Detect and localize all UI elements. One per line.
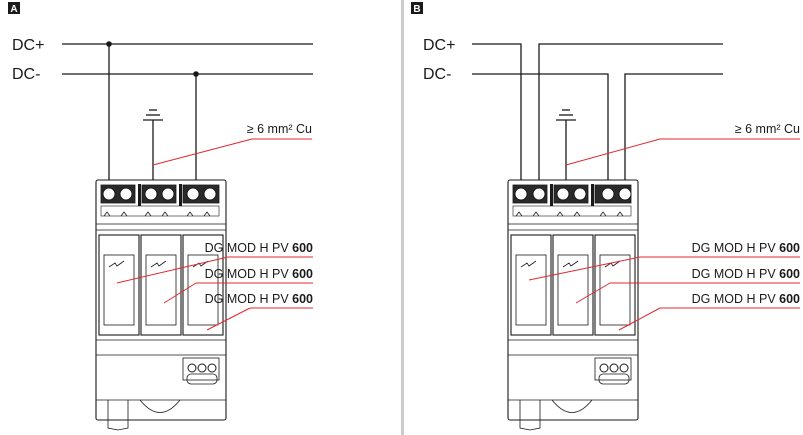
ground-wire-label: ≥ 6 mm² Cu	[247, 122, 312, 136]
module-name: DG MOD H PV	[692, 292, 780, 306]
dc-minus-wire	[472, 73, 609, 183]
module-callout: DG MOD H PV 600	[528, 241, 800, 281]
dc-plus-wire	[472, 43, 522, 183]
panel-divider	[401, 0, 404, 435]
panel-badge-label: B	[413, 4, 420, 15]
module-callout: DG MOD H PV 600	[618, 292, 800, 331]
ground-symbol	[143, 109, 163, 183]
svg-text:DG MOD H PV 600: DG MOD H PV 600	[692, 292, 800, 306]
module-rating: 600	[292, 241, 313, 255]
svg-text:DG MOD H PV 600: DG MOD H PV 600	[692, 267, 800, 281]
terminal-block	[512, 184, 632, 217]
din-rail-spring	[551, 399, 593, 413]
module-rating: 600	[779, 292, 800, 306]
surge-protector-device	[95, 179, 227, 431]
panel-a: A DC+ DC- ≥ 6 mm² Cu	[8, 2, 313, 431]
signal-terminal	[182, 357, 220, 385]
module-name: DG MOD H PV	[205, 241, 293, 255]
ground-leader-line	[565, 138, 661, 166]
module-callout: DG MOD H PV 600	[116, 241, 313, 284]
module-callout: DG MOD H PV 600	[575, 267, 800, 304]
dc-minus-label: DC-	[12, 66, 40, 83]
terminal-block	[100, 184, 220, 217]
svg-text:DG MOD H PV 600: DG MOD H PV 600	[692, 241, 800, 255]
din-rail-clip	[519, 400, 541, 431]
module-rating: 600	[292, 267, 313, 281]
svg-text:DG MOD H PV 600: DG MOD H PV 600	[205, 292, 313, 306]
module-name: DG MOD H PV	[205, 292, 293, 306]
svg-text:DG MOD H PV 600: DG MOD H PV 600	[205, 267, 313, 281]
module-name: DG MOD H PV	[205, 267, 293, 281]
din-rail-clip	[107, 400, 129, 431]
module-callout: DG MOD H PV 600	[205, 292, 313, 331]
dc-plus-label: DC+	[12, 37, 44, 54]
module-callout: DG MOD H PV 600	[163, 267, 313, 304]
module-rating: 600	[292, 292, 313, 306]
module-rating: 600	[779, 267, 800, 281]
ground-leader-line	[152, 138, 253, 166]
dc-minus-label: DC-	[423, 66, 451, 83]
panel-badge	[8, 2, 20, 14]
surge-protector-device	[507, 179, 639, 431]
panel-badge-label: A	[10, 4, 17, 15]
panel-badge	[411, 2, 423, 14]
svg-text:DG MOD H PV 600: DG MOD H PV 600	[205, 241, 313, 255]
module-name: DG MOD H PV	[692, 241, 780, 255]
dc-plus-wire	[538, 43, 723, 183]
module-cartridges	[98, 234, 224, 336]
dc-minus-wire	[624, 73, 723, 183]
din-rail-spring	[139, 399, 181, 413]
panel-b: B DC+ DC- ≥ 6 mm² Cu	[411, 2, 800, 431]
dc-plus-label: DC+	[423, 37, 455, 54]
module-name: DG MOD H PV	[692, 267, 780, 281]
signal-terminal	[594, 357, 632, 385]
ground-wire-label: ≥ 6 mm² Cu	[735, 122, 800, 136]
module-cartridges	[510, 234, 636, 336]
ground-symbol	[556, 109, 576, 183]
module-rating: 600	[779, 241, 800, 255]
